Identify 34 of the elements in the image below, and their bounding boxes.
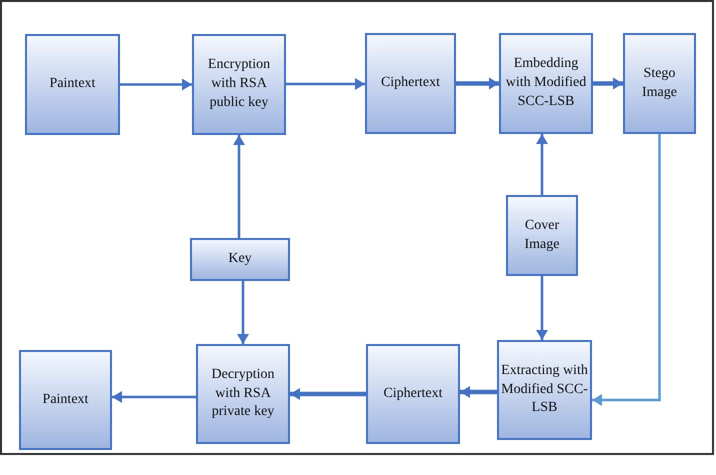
arrow xyxy=(233,135,245,238)
arrow xyxy=(460,386,497,398)
box-label: Paintext xyxy=(50,75,96,94)
box-label: Extracting with Modified SCC-LSB xyxy=(501,362,588,418)
box-label: Encryption with RSA public key xyxy=(206,56,272,112)
arrow xyxy=(237,281,249,344)
process-box xyxy=(365,33,456,134)
process-box xyxy=(190,238,290,281)
process-box xyxy=(192,34,286,135)
box-label: Stego Image xyxy=(641,64,678,102)
arrow xyxy=(536,134,548,195)
process-box xyxy=(623,33,696,134)
box-label: Key xyxy=(228,250,252,268)
process-box xyxy=(196,344,290,444)
arrow xyxy=(120,78,192,90)
process-box xyxy=(497,340,592,440)
box-label: Decryption with RSA private key xyxy=(210,366,276,422)
arrow xyxy=(456,78,499,90)
box-label: Paintext xyxy=(42,390,88,409)
arrow xyxy=(593,78,623,90)
arrow xyxy=(112,391,196,403)
process-box xyxy=(506,195,578,276)
process-box xyxy=(19,350,112,450)
process-box xyxy=(366,344,460,444)
arrow xyxy=(536,276,548,340)
process-box xyxy=(499,33,593,134)
box-label: Embedding with Modified SCC-LSB xyxy=(504,55,588,111)
process-box xyxy=(25,34,120,135)
box-label: Ciphertext xyxy=(383,384,443,403)
arrow xyxy=(290,388,366,400)
box-label: Ciphertext xyxy=(380,74,440,92)
box-label: Cover Image xyxy=(524,216,560,254)
arrow xyxy=(286,78,365,90)
arrow xyxy=(592,134,661,406)
